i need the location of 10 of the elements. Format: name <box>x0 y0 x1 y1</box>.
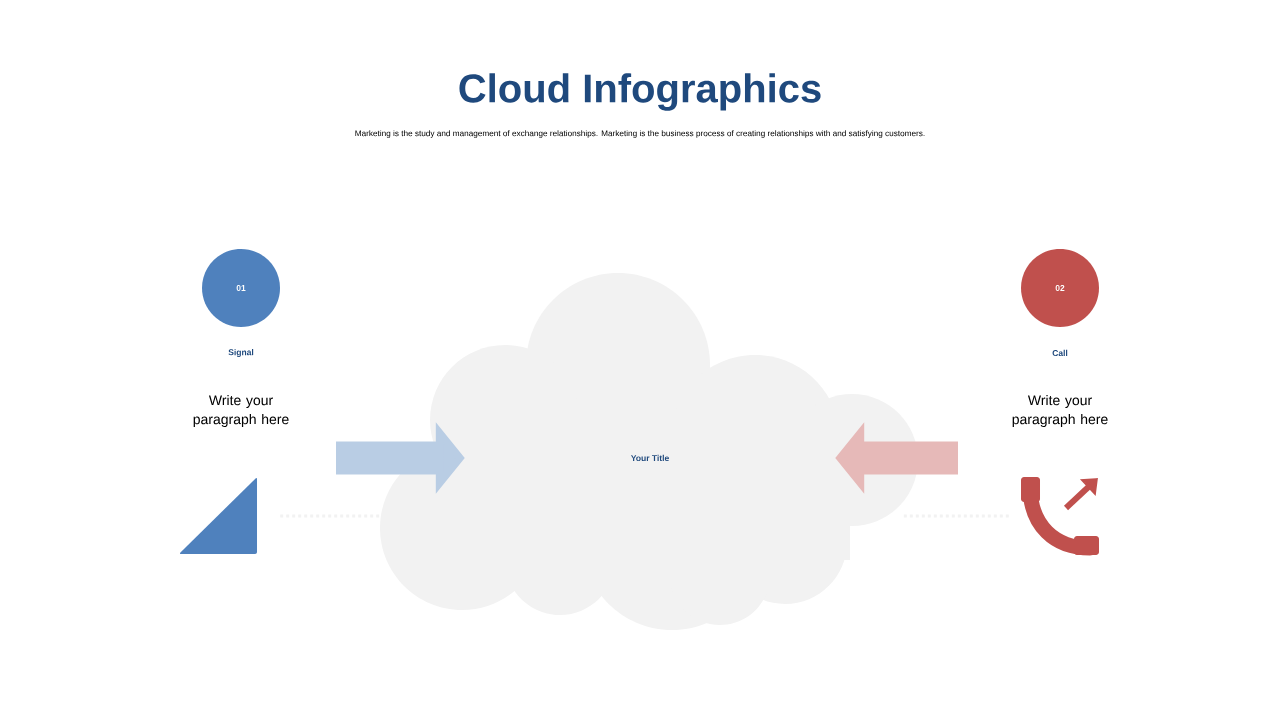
paragraph-text: Write your paragraph here <box>1012 394 1108 427</box>
heading-label: Call <box>1052 349 1068 357</box>
heading-label: Signal <box>228 349 254 357</box>
paragraph-text: Write your paragraph here <box>193 394 289 427</box>
triangle-icon <box>180 477 257 554</box>
subtitle: Marketing is the study and management of exchange relationships. Marketing is the business process of creating relationships with and satisfying customers. <box>355 130 925 138</box>
phone-icon <box>1021 477 1099 556</box>
number-badge: 01 <box>202 249 280 327</box>
title: Cloud Infographics <box>459 73 821 111</box>
number-badge: 02 <box>1021 249 1099 327</box>
